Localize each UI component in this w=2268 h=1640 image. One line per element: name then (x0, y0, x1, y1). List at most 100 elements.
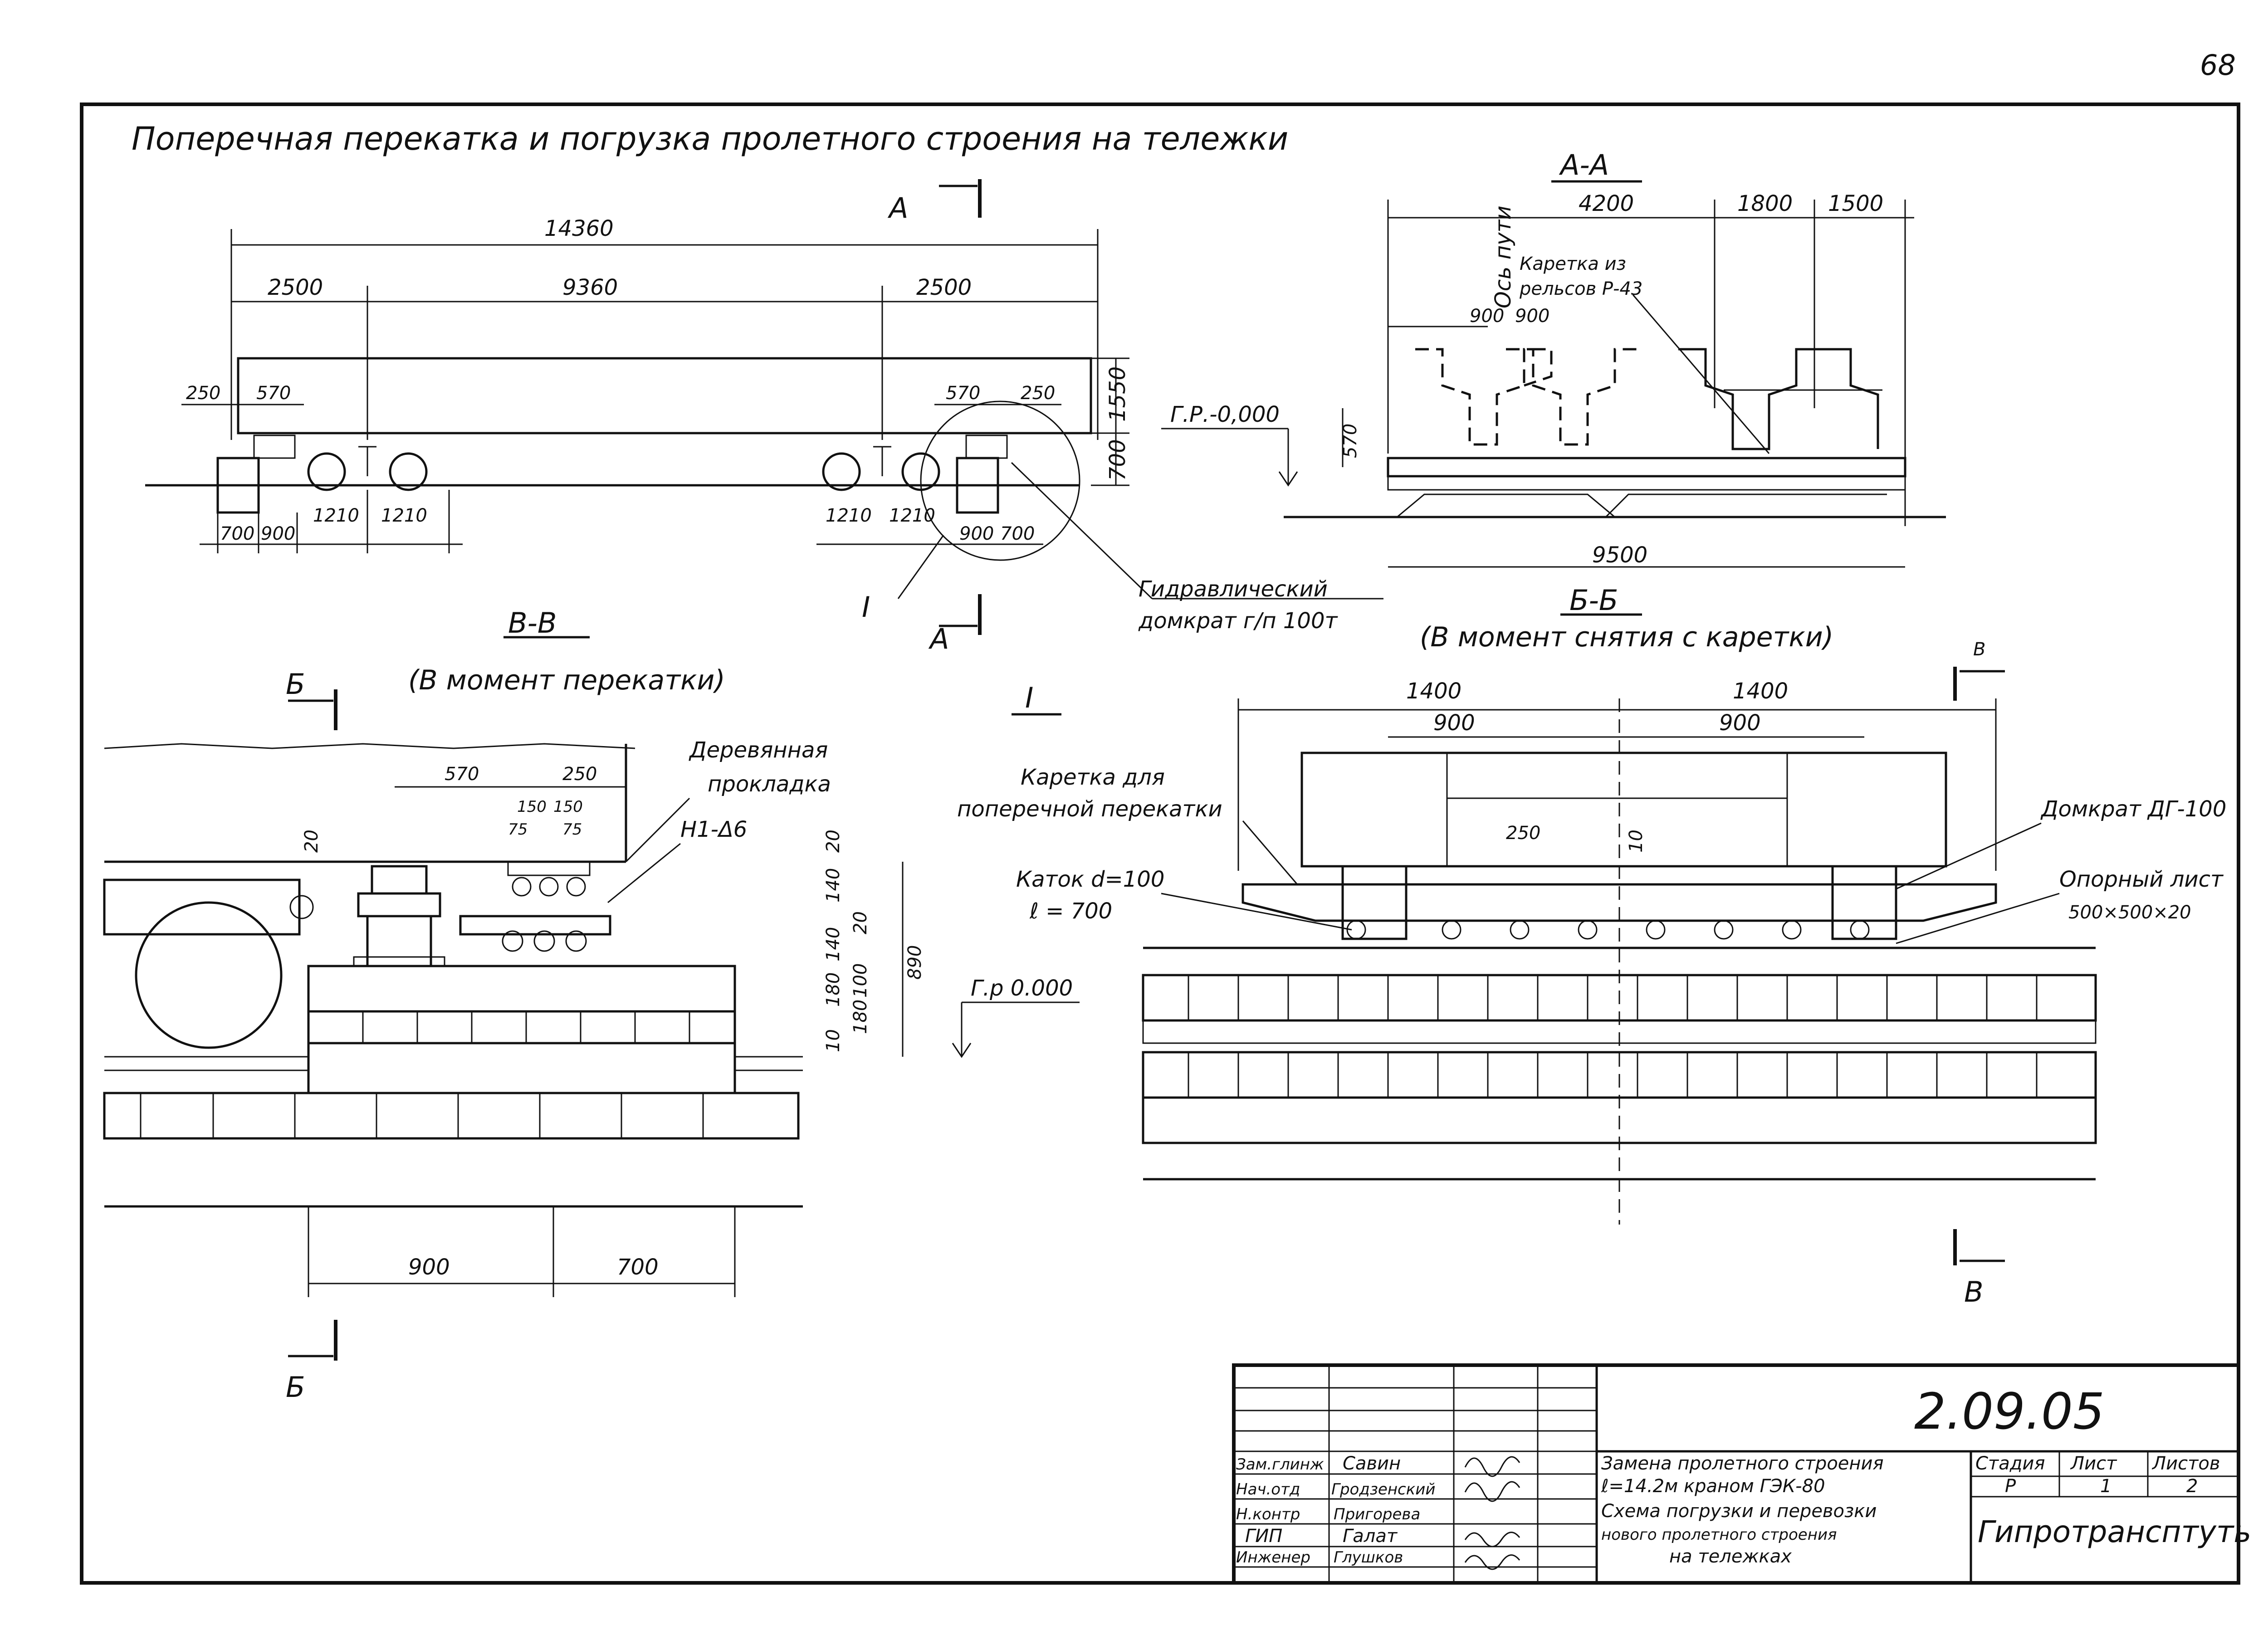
vv-wheel (135, 901, 283, 1049)
aa-axis-label: Ось пути (1491, 205, 1516, 308)
role-3: ГИП (1245, 1526, 1282, 1547)
detail-mark-top: В (1973, 639, 1985, 660)
name-3: Галат (1343, 1526, 1398, 1547)
vv-dim-900: 900 (408, 1254, 450, 1280)
role-4: Инженер (1236, 1548, 1310, 1567)
drawing-frame (80, 102, 2240, 1585)
section-vv: В-В (В момент перекатки) Б Б (103, 606, 1080, 1404)
vv-dim-75a: 75 (508, 820, 528, 839)
dim-l-900: 900 (261, 523, 295, 544)
detail-dim-250: 250 (1506, 823, 1540, 844)
dim-l-1210a: 1210 (313, 505, 359, 526)
signature-4 (1464, 1554, 1520, 1570)
dim-overall: 14360 (544, 216, 614, 241)
vv-mark-bottom: Б (286, 1371, 305, 1404)
dim-l-250: 250 (186, 383, 220, 404)
dim-middle: 9360 (562, 275, 618, 300)
detail-one: I В В 1400 1400 900 900 250 10 (957, 639, 2226, 1308)
jack-label-1: Гидравлический (1139, 576, 1328, 602)
title-block: 2.09.05 Зам.глинж Нач.отд Н.контр ГИП Ин… (1232, 1363, 2251, 1585)
vv-dim-140a: 140 (823, 868, 844, 903)
dim-right-height: 700 (1105, 439, 1130, 481)
wheel-left-2 (389, 452, 428, 491)
aa-dim-1500: 1500 (1828, 191, 1883, 216)
vv-dim-20b: 20 (823, 830, 844, 853)
vv-wood-pad-2: прокладка (708, 771, 831, 797)
stage-value: Р (2005, 1476, 2016, 1497)
vv-dim-570: 570 (445, 764, 479, 785)
vv-dim-250: 250 (562, 764, 597, 785)
vv-dim-150b: 150 (553, 798, 583, 816)
aa-dim-9500: 9500 (1592, 542, 1647, 568)
drawing-title: Поперечная перекатка и погрузка пролетно… (132, 120, 1288, 157)
aa-level: Г.Р.-0,000 (1170, 402, 1280, 427)
aa-dim-1800: 1800 (1737, 191, 1793, 216)
stage-header: Стадия (1975, 1453, 2045, 1474)
detail-circle (920, 400, 1080, 561)
vv-label-h1: Н1-Δ6 (680, 817, 747, 842)
span-beam (237, 357, 1092, 434)
wheel-left-1 (307, 452, 346, 491)
vv-wood-pad-1: Деревянная (689, 737, 828, 763)
organization: Гипротрансптуть (1978, 1514, 2251, 1549)
vv-dim-150a: 150 (517, 798, 547, 816)
elevation-view: 14360 2500 9360 2500 1550 700 250 570 (145, 179, 1383, 655)
aa-dim-570: 570 (1340, 424, 1361, 458)
detail-carriage-2: поперечной перекатки (957, 796, 1222, 822)
aa-dim-4200: 4200 (1579, 191, 1634, 216)
name-0: Савин (1343, 1453, 1401, 1474)
detail-dim-900a: 900 (1433, 710, 1475, 736)
section-vv-subtitle: (В момент перекатки) (408, 664, 725, 696)
section-bb-title: Б-Б (1569, 584, 1618, 617)
detail-dim-1400a: 1400 (1406, 678, 1461, 704)
dim-l-700: 700 (220, 523, 254, 544)
detail-mark: I (862, 591, 870, 624)
vv-dim-20a: 20 (301, 830, 322, 853)
detail-plate-1: Опорный лист (2059, 867, 2224, 892)
aa-dim-900a: 900 (1470, 306, 1504, 327)
dim-r-700: 700 (1000, 523, 1035, 544)
vv-dim-180a: 180 (823, 972, 844, 1007)
detail-jack: Домкрат ДГ-100 (2040, 796, 2226, 822)
aa-dim-900b: 900 (1515, 306, 1549, 327)
section-vv-title: В-В (508, 606, 557, 639)
sheet-title-2: нового пролетного строения (1601, 1526, 1837, 1544)
dim-height: 1550 (1105, 366, 1130, 422)
project-1: Замена пролетного строения (1601, 1453, 1884, 1474)
jack-label-2: домкрат г/п 100т (1138, 608, 1339, 634)
dim-r-250: 250 (1021, 383, 1055, 404)
vv-dim-140b: 140 (823, 927, 844, 962)
section-mark-bottom: А (928, 622, 949, 655)
role-2: Н.контр (1236, 1505, 1300, 1523)
sheet-value: 1 (2100, 1476, 2112, 1497)
signature-1 (1464, 1456, 1520, 1477)
signature-3 (1464, 1532, 1520, 1547)
detail-roller-1: Каток d=100 (1016, 867, 1164, 892)
doc-number: 2.09.05 (1914, 1382, 2105, 1440)
dim-left: 2500 (268, 275, 323, 300)
vv-dim-180b: 180 (850, 1000, 871, 1034)
vv-dim-10: 10 (823, 1029, 844, 1052)
page-number: 68 (2200, 49, 2236, 82)
sheet-title-1: Схема погрузки и перевозки (1601, 1501, 1877, 1522)
detail-dim-900b: 900 (1719, 710, 1761, 736)
project-2: ℓ=14.2м краном ГЭК-80 (1601, 1476, 1825, 1497)
dim-r-1210b: 1210 (889, 505, 935, 526)
role-0: Зам.глинж (1236, 1455, 1324, 1474)
dim-r-570: 570 (946, 383, 980, 404)
vv-dim-890: 890 (904, 945, 925, 980)
vv-level: Г.р 0.000 (971, 976, 1073, 1001)
name-2: Пригорева (1334, 1505, 1420, 1523)
name-1: Гродзенский (1331, 1480, 1435, 1498)
section-aa: А-А 4200 1800 1500 Ось пути Каретка из р… (1161, 148, 1946, 653)
vv-mark-top: Б (286, 668, 305, 701)
detail-roller-2: ℓ = 700 (1029, 898, 1112, 924)
vv-dim-700: 700 (617, 1254, 659, 1280)
detail-one-title: I (1025, 681, 1033, 714)
sheet-header: Лист (2070, 1453, 2117, 1474)
section-bb-subtitle: (В момент снятия с каретки) (1420, 621, 1833, 653)
dim-l-1210b: 1210 (381, 505, 427, 526)
signature-2 (1464, 1481, 1520, 1502)
sheets-header: Листов (2151, 1453, 2220, 1474)
sheets-value: 2 (2186, 1476, 2198, 1497)
